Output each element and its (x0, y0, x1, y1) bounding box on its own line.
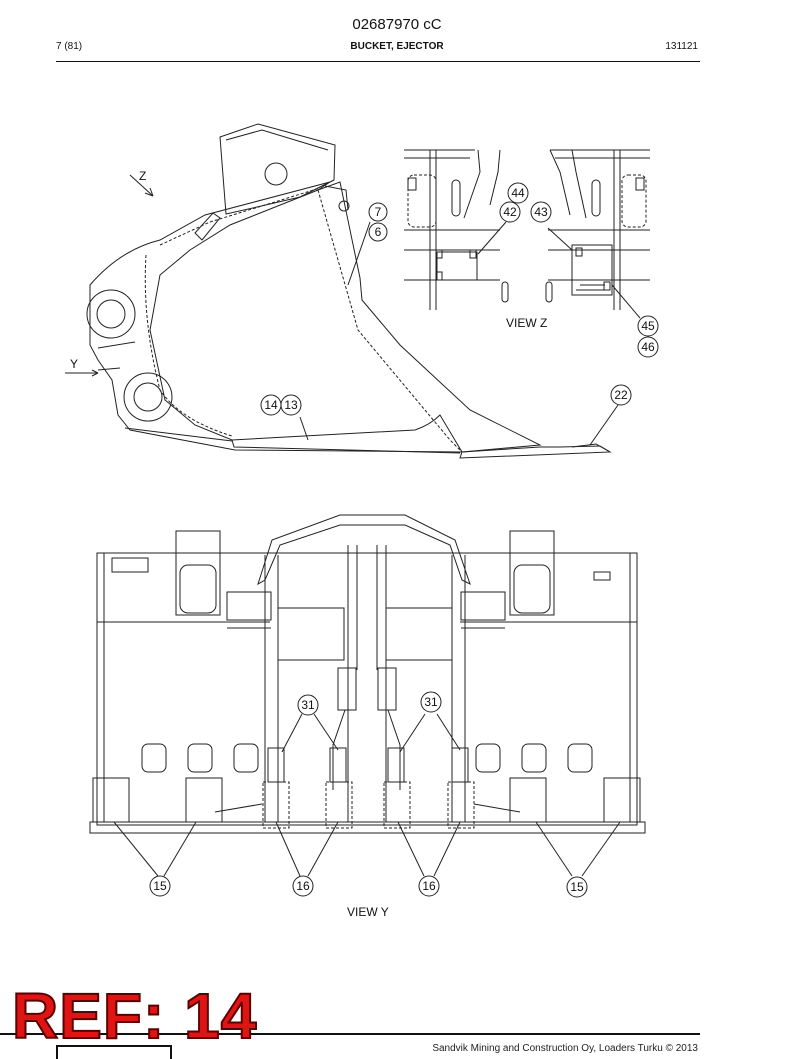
svg-text:42: 42 (503, 205, 517, 219)
svg-text:15: 15 (153, 879, 167, 893)
svg-text:46: 46 (641, 340, 655, 354)
svg-text:15: 15 (570, 880, 584, 894)
callout-7: 7 (368, 202, 388, 222)
callout-46: 46 (637, 336, 659, 358)
svg-text:43: 43 (534, 205, 548, 219)
callout-14: 14 (260, 394, 282, 416)
svg-text:44: 44 (511, 186, 525, 200)
callout-44: 44 (507, 182, 529, 204)
svg-text:13: 13 (284, 398, 298, 412)
callout-31-left: 31 (297, 694, 319, 716)
svg-text:7: 7 (375, 205, 382, 219)
bucket-side-view (65, 123, 619, 459)
svg-text:45: 45 (641, 319, 655, 333)
callout-16-right: 16 (418, 875, 440, 897)
footer-rule (0, 1033, 700, 1035)
document-number: 02687970 cC (352, 16, 442, 33)
view-z-direction-label: Z (139, 169, 146, 183)
svg-text:22: 22 (614, 388, 628, 402)
svg-text:16: 16 (422, 879, 436, 893)
callout-43: 43 (530, 201, 552, 223)
reference-stamp: REF: 14 (11, 980, 258, 1052)
callout-15-right: 15 (566, 876, 588, 898)
svg-text:31: 31 (301, 698, 315, 712)
callout-13: 13 (280, 394, 302, 416)
callout-6: 6 (368, 222, 388, 242)
brand-logo-box (56, 1045, 172, 1059)
view-y-direction-label: Y (70, 357, 78, 371)
callout-22: 22 (610, 384, 632, 406)
bucket-front-view (89, 514, 646, 877)
z-arrow-line (129, 174, 154, 197)
document-code: 131121 (665, 41, 698, 52)
footer-copyright: Sandvik Mining and Construction Oy, Load… (432, 1043, 698, 1054)
callout-42: 42 (499, 201, 521, 223)
svg-text:6: 6 (375, 225, 382, 239)
view-y-caption: VIEW Y (347, 905, 389, 919)
callout-31-right: 31 (420, 691, 442, 713)
svg-text:31: 31 (424, 695, 438, 709)
page-number: 7 (81) (56, 41, 83, 52)
view-z-caption: VIEW Z (506, 316, 547, 330)
page-title: BUCKET, EJECTOR (350, 41, 444, 52)
svg-text:14: 14 (264, 398, 278, 412)
callout-45: 45 (637, 315, 659, 337)
svg-text:16: 16 (296, 879, 310, 893)
callout-16-left: 16 (292, 875, 314, 897)
callout-15-left: 15 (149, 875, 171, 897)
header-rule (56, 61, 700, 62)
view-z-detail (404, 149, 650, 319)
